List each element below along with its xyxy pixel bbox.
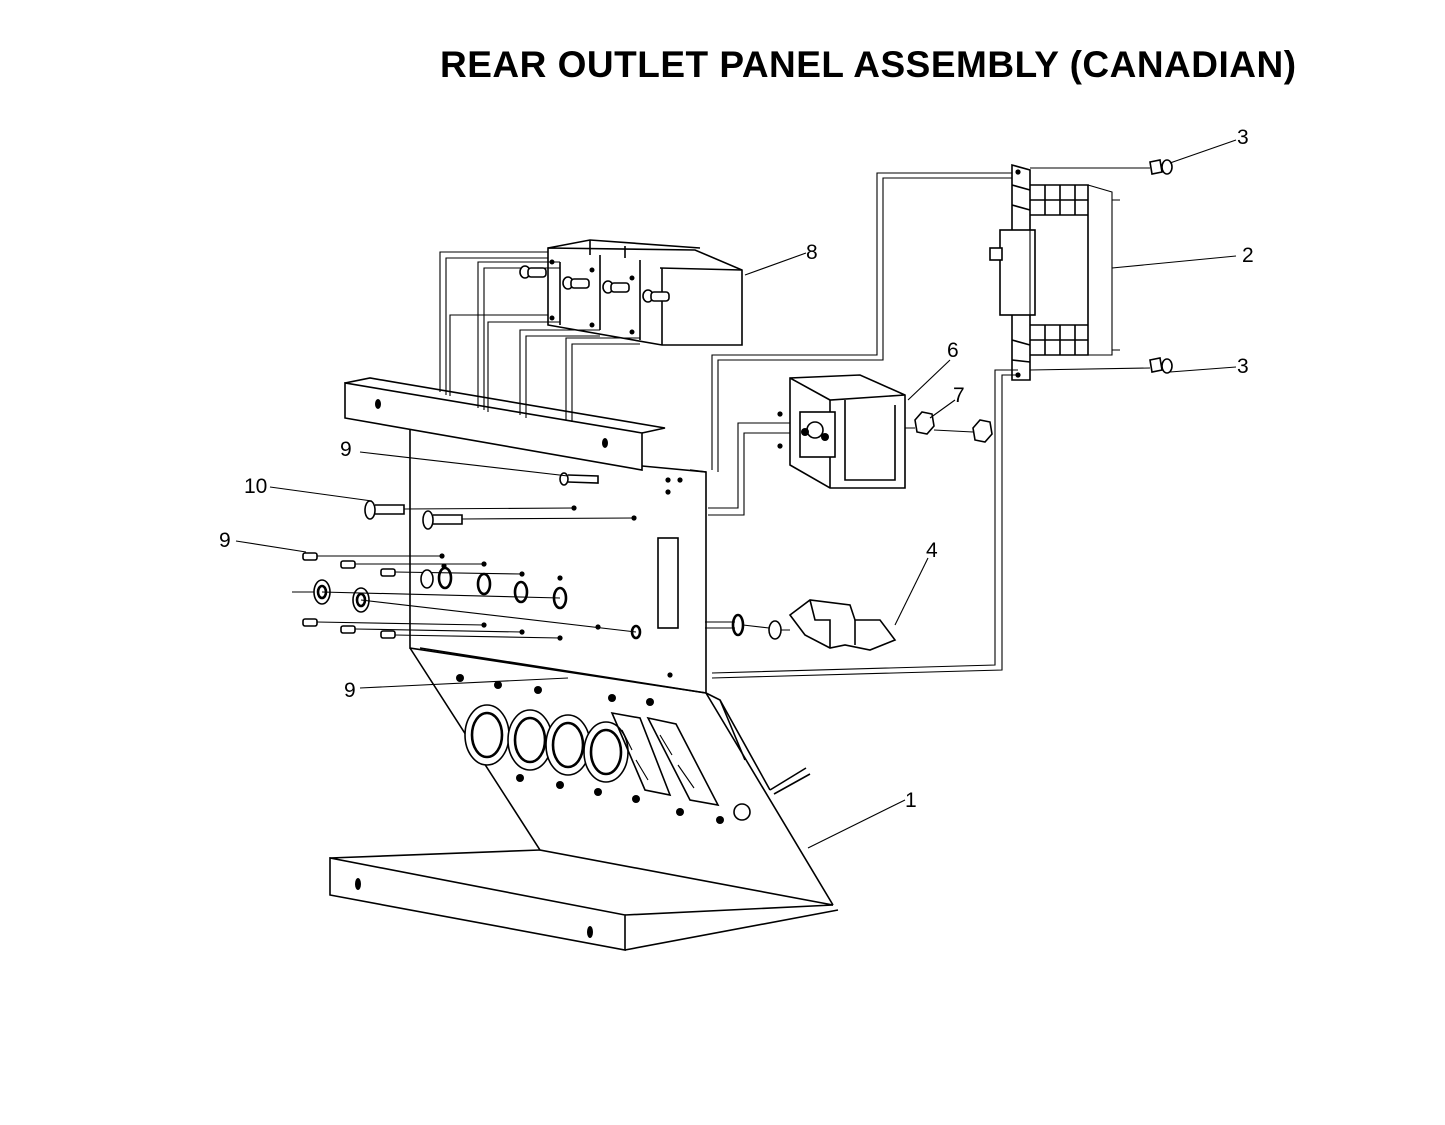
callout-4: 4: [926, 539, 938, 562]
fastener-hardware: [292, 472, 642, 641]
bottom-outlet-tray: [329, 647, 839, 951]
callout-6: 6: [947, 339, 959, 362]
callout-8: 8: [806, 241, 818, 264]
callout-9-bottom: 9: [344, 679, 356, 702]
leader-lines: [235, 139, 1237, 849]
diagram-title: REAR OUTLET PANEL ASSEMBLY (CANADIAN): [440, 44, 1297, 85]
hex-nuts: [905, 411, 993, 443]
circuit-breaker-bank: [519, 239, 743, 346]
top-mounting-bracket: [344, 377, 666, 471]
callout-2: 2: [1242, 244, 1254, 267]
wiring: [439, 172, 1018, 679]
callout-3-top: 3: [1237, 126, 1249, 149]
terminal-block-assembly: [989, 163, 1120, 381]
callout-9-top: 9: [340, 438, 352, 461]
mounting-screws: [1029, 159, 1173, 374]
callout-3-bottom: 3: [1237, 355, 1249, 378]
callout-9-middle: 9: [219, 529, 231, 552]
callout-7: 7: [953, 384, 965, 407]
callout-10: 10: [244, 475, 267, 498]
power-plug: [731, 599, 897, 651]
receptacle-block: [777, 374, 906, 489]
callout-1: 1: [905, 789, 917, 812]
